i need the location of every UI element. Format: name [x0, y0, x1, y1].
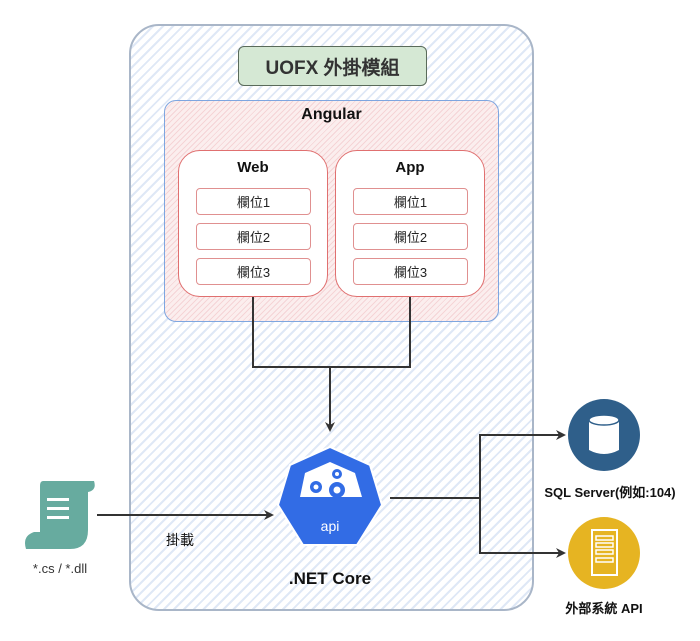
web-to-api-edge [252, 297, 330, 368]
app-panel-label: App [395, 159, 425, 176]
api-to-sql-edge [390, 430, 566, 499]
script-scroll-icon [25, 481, 95, 549]
web-panel: Web 欄位1 欄位2 欄位3 [178, 150, 328, 297]
app-field-2: 欄位2 [353, 223, 468, 250]
angular-label: Angular [301, 106, 362, 123]
api-gears-icon [276, 445, 384, 546]
module-title: UOFX 外掛模組 [238, 46, 427, 86]
app-field-1: 欄位1 [353, 188, 468, 215]
sql-server-label: SQL Server(例如:104) [544, 485, 676, 500]
app-field-3: 欄位3 [353, 258, 468, 285]
backend-label: .NET Core [288, 569, 372, 588]
source-label: *.cs / *.dll [32, 561, 88, 576]
api-icon-text: api [320, 518, 340, 534]
web-field-2: 欄位2 [196, 223, 311, 250]
app-panel: App 欄位1 欄位2 欄位3 [335, 150, 485, 297]
web-field-1: 欄位1 [196, 188, 311, 215]
web-panel-label: Web [237, 159, 269, 176]
database-icon [568, 399, 640, 471]
web-field-3: 欄位3 [196, 258, 311, 285]
api-to-external-edge [479, 498, 566, 558]
server-icon [568, 517, 640, 589]
mount-edge-label: 掛載 [166, 532, 194, 548]
app-to-api-edge [325, 297, 411, 432]
external-api-label: 外部系統 API [565, 601, 643, 616]
